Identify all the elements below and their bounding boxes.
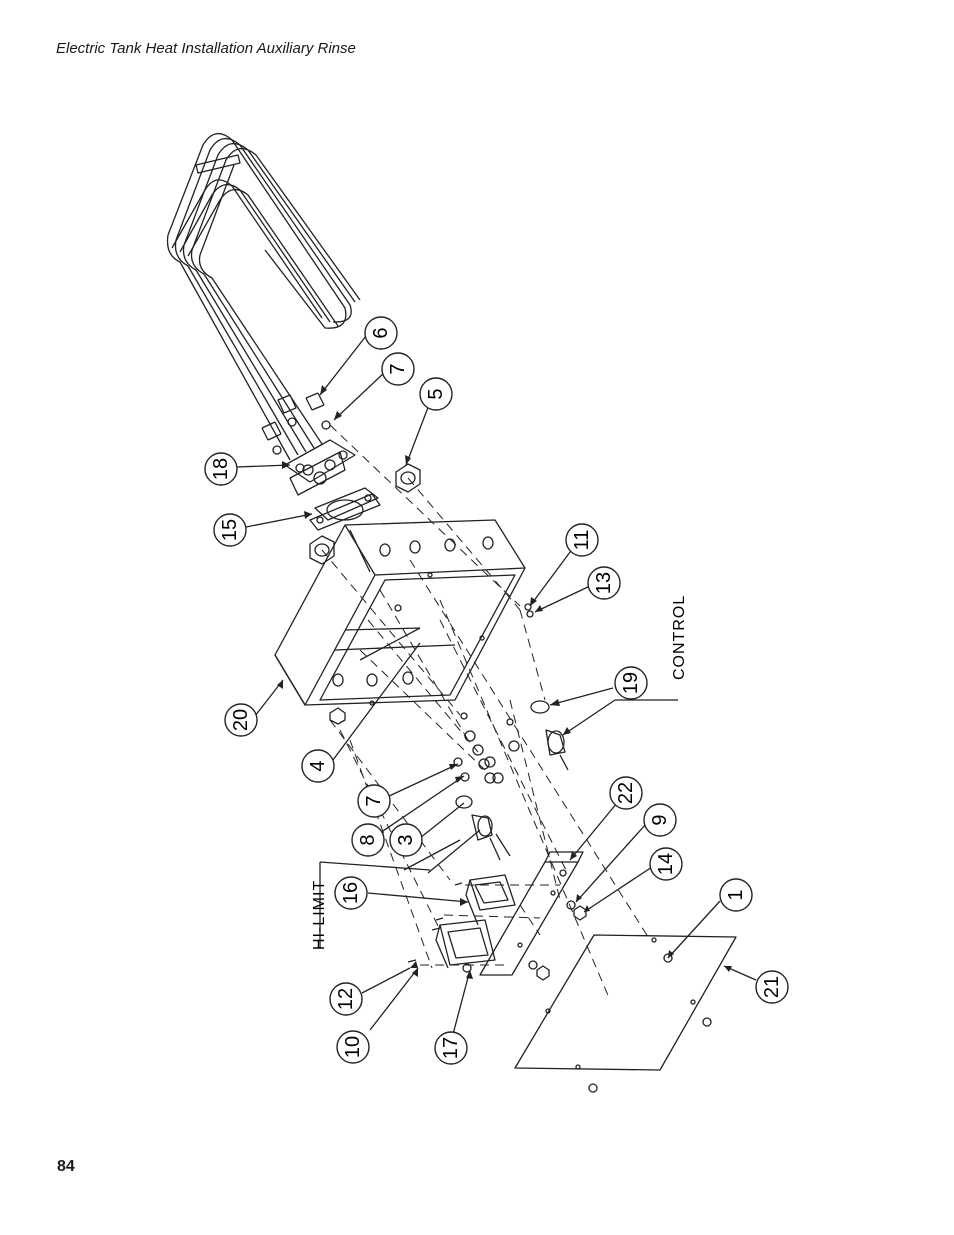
control-box bbox=[274, 519, 526, 706]
hi-limit-tag: HI-LIMIT bbox=[311, 880, 328, 950]
callout-9: 9 bbox=[643, 803, 677, 837]
callout-7: 7 bbox=[381, 352, 415, 386]
callout-circle bbox=[336, 1030, 370, 1064]
callout-label: 14 bbox=[655, 853, 677, 875]
callout-circle bbox=[364, 316, 398, 350]
callout-circle bbox=[649, 847, 683, 881]
callout-10: 10 bbox=[336, 1030, 370, 1064]
callout-18: 18 bbox=[204, 452, 238, 486]
callout-circle bbox=[329, 982, 363, 1016]
locknut-2 bbox=[309, 535, 335, 565]
callout-circle bbox=[389, 823, 423, 857]
callout-label: 17 bbox=[440, 1037, 462, 1059]
hardware-stack bbox=[453, 603, 534, 784]
heating-element bbox=[166, 133, 361, 461]
callout-circle bbox=[419, 377, 453, 411]
callout-circle bbox=[381, 352, 415, 386]
thermostat-probe bbox=[455, 795, 511, 861]
callout-label: 18 bbox=[210, 458, 232, 480]
callout-circle bbox=[204, 452, 238, 486]
callout-circle bbox=[614, 666, 648, 700]
assembly-lines bbox=[321, 424, 651, 1001]
callout-label: 12 bbox=[335, 988, 357, 1010]
mounting-bracket bbox=[479, 851, 584, 976]
callout-11: 11 bbox=[565, 523, 599, 557]
callout-label: 8 bbox=[357, 834, 379, 845]
control-tag: CONTROL bbox=[671, 595, 688, 680]
callout-label: 19 bbox=[620, 672, 642, 694]
callout-label: 9 bbox=[649, 814, 671, 825]
callout-label: 5 bbox=[425, 388, 447, 399]
callout-circle bbox=[301, 749, 335, 783]
callout-circle bbox=[609, 776, 643, 810]
callout-label: 4 bbox=[307, 760, 329, 771]
callout-8: 8 bbox=[351, 823, 385, 857]
gasket bbox=[309, 487, 381, 531]
callout-circle bbox=[565, 523, 599, 557]
callout-17: 17 bbox=[434, 1031, 468, 1065]
callout-label: 22 bbox=[615, 782, 637, 804]
callout-circle bbox=[434, 1031, 468, 1065]
callout-label: 6 bbox=[370, 327, 392, 338]
callout-1: 1 bbox=[719, 878, 753, 912]
callout-circle bbox=[351, 823, 385, 857]
callout-circle bbox=[334, 876, 368, 910]
callout-13: 13 bbox=[587, 566, 621, 600]
callout-20: 20 bbox=[224, 703, 258, 737]
callout-19: 19 bbox=[614, 666, 648, 700]
callout-label: 1 bbox=[725, 889, 747, 900]
callout-label: 7 bbox=[387, 363, 409, 374]
callout-label: 7 bbox=[363, 795, 385, 806]
callout-label: 10 bbox=[342, 1036, 364, 1058]
callout-4: 4 bbox=[301, 749, 335, 783]
callout-label: 21 bbox=[761, 976, 783, 998]
callout-22: 22 bbox=[609, 776, 643, 810]
callout-circle bbox=[643, 803, 677, 837]
control-thermostat bbox=[530, 700, 569, 771]
locknut bbox=[395, 463, 421, 493]
callout-16: 16 bbox=[334, 876, 368, 910]
callout-12: 12 bbox=[329, 982, 363, 1016]
callout-5: 5 bbox=[419, 377, 453, 411]
callout-14: 14 bbox=[649, 847, 683, 881]
callout-circle bbox=[719, 878, 753, 912]
page-title: Electric Tank Heat Installation Auxiliar… bbox=[56, 40, 356, 57]
callout-6: 6 bbox=[364, 316, 398, 350]
callout-label: 20 bbox=[230, 709, 252, 731]
callout-3: 3 bbox=[389, 823, 423, 857]
element-flange bbox=[284, 439, 356, 496]
callout-circle bbox=[587, 566, 621, 600]
cover-panel bbox=[514, 934, 737, 1093]
callout-label: 13 bbox=[593, 572, 615, 594]
leader-lines bbox=[236, 335, 757, 1039]
callout-circle bbox=[224, 703, 258, 737]
callout-label: 15 bbox=[219, 519, 241, 541]
callout-label: 11 bbox=[571, 530, 593, 551]
callout-label: 16 bbox=[340, 882, 362, 904]
contactor-assembly bbox=[407, 874, 516, 973]
callout-15: 15 bbox=[213, 513, 247, 547]
callout-circle bbox=[755, 970, 789, 1004]
page-number: 84 bbox=[57, 1158, 75, 1175]
callout-circle bbox=[213, 513, 247, 547]
callout-label: 3 bbox=[395, 834, 417, 845]
callout-circle bbox=[357, 784, 391, 818]
callout-21: 21 bbox=[755, 970, 789, 1004]
callout-7: 7 bbox=[357, 784, 391, 818]
